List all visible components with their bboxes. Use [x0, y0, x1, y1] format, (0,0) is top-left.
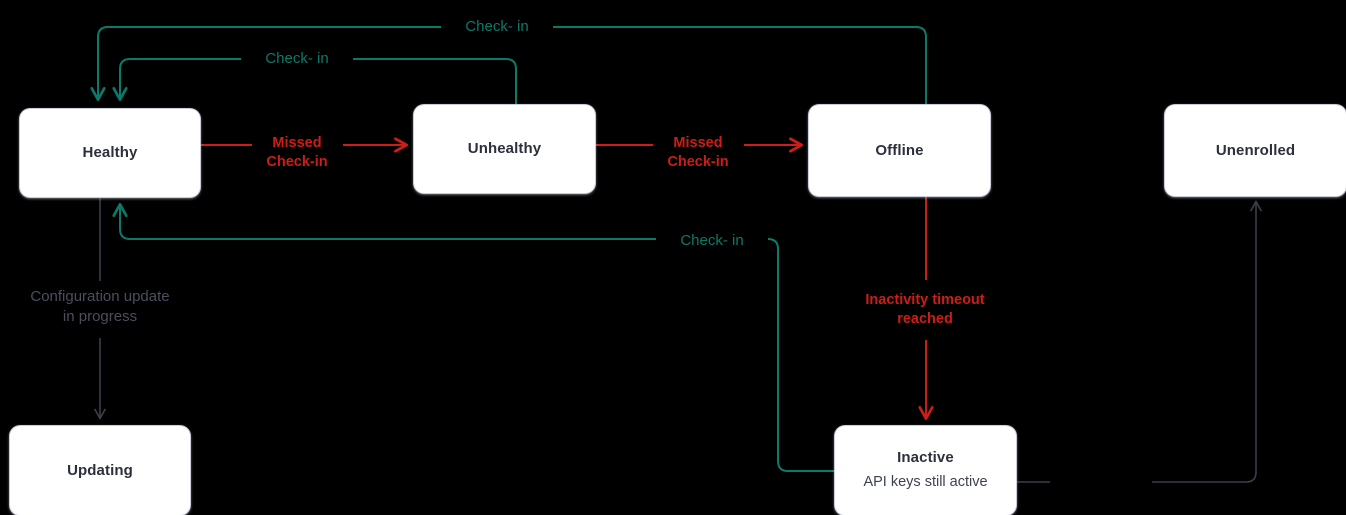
edge-inactive-to-unenrolled [1016, 200, 1262, 483]
node-unhealthy-label: Unhealthy [467, 140, 542, 157]
edge-unhealthy-to-healthy [120, 58, 517, 105]
node-healthy[interactable]: Healthy [20, 109, 200, 197]
node-updating-label: Updating [67, 461, 133, 479]
edge-label-unhealthy-to-healthy: Check- in [265, 50, 329, 67]
node-offline-label: Offline [875, 141, 924, 159]
edge-inactive-to-healthy [120, 205, 835, 472]
node-offline[interactable]: Offline [809, 105, 990, 196]
node-inactive[interactable]: Inactive API keys still active [835, 426, 1016, 515]
node-unenrolled[interactable]: Unenrolled [1165, 105, 1346, 196]
edge-offline-to-healthy [98, 26, 927, 106]
edge-label-unhealthy-to-offline: Missed Check-in [667, 135, 729, 171]
node-unenrolled-label: Unenrolled [1215, 141, 1296, 159]
node-healthy-label: Healthy [82, 144, 138, 161]
node-inactive-subtitle: API keys still active [863, 474, 988, 491]
node-inactive-label: Inactive [897, 449, 954, 467]
edge-label-healthy-to-unhealthy: Missed Check-in [266, 135, 328, 171]
edge-label-offline-to-healthy: Check- in [465, 18, 529, 35]
node-unhealthy[interactable]: Unhealthy [414, 105, 595, 193]
edge-label-inactive-to-healthy: Check- in [680, 232, 744, 249]
edge-label-offline-to-inactive: Inactivity timeout reached [865, 292, 985, 328]
edge-label-healthy-to-updating: Configuration update in progress [30, 288, 170, 325]
node-updating[interactable]: Updating [10, 426, 190, 515]
